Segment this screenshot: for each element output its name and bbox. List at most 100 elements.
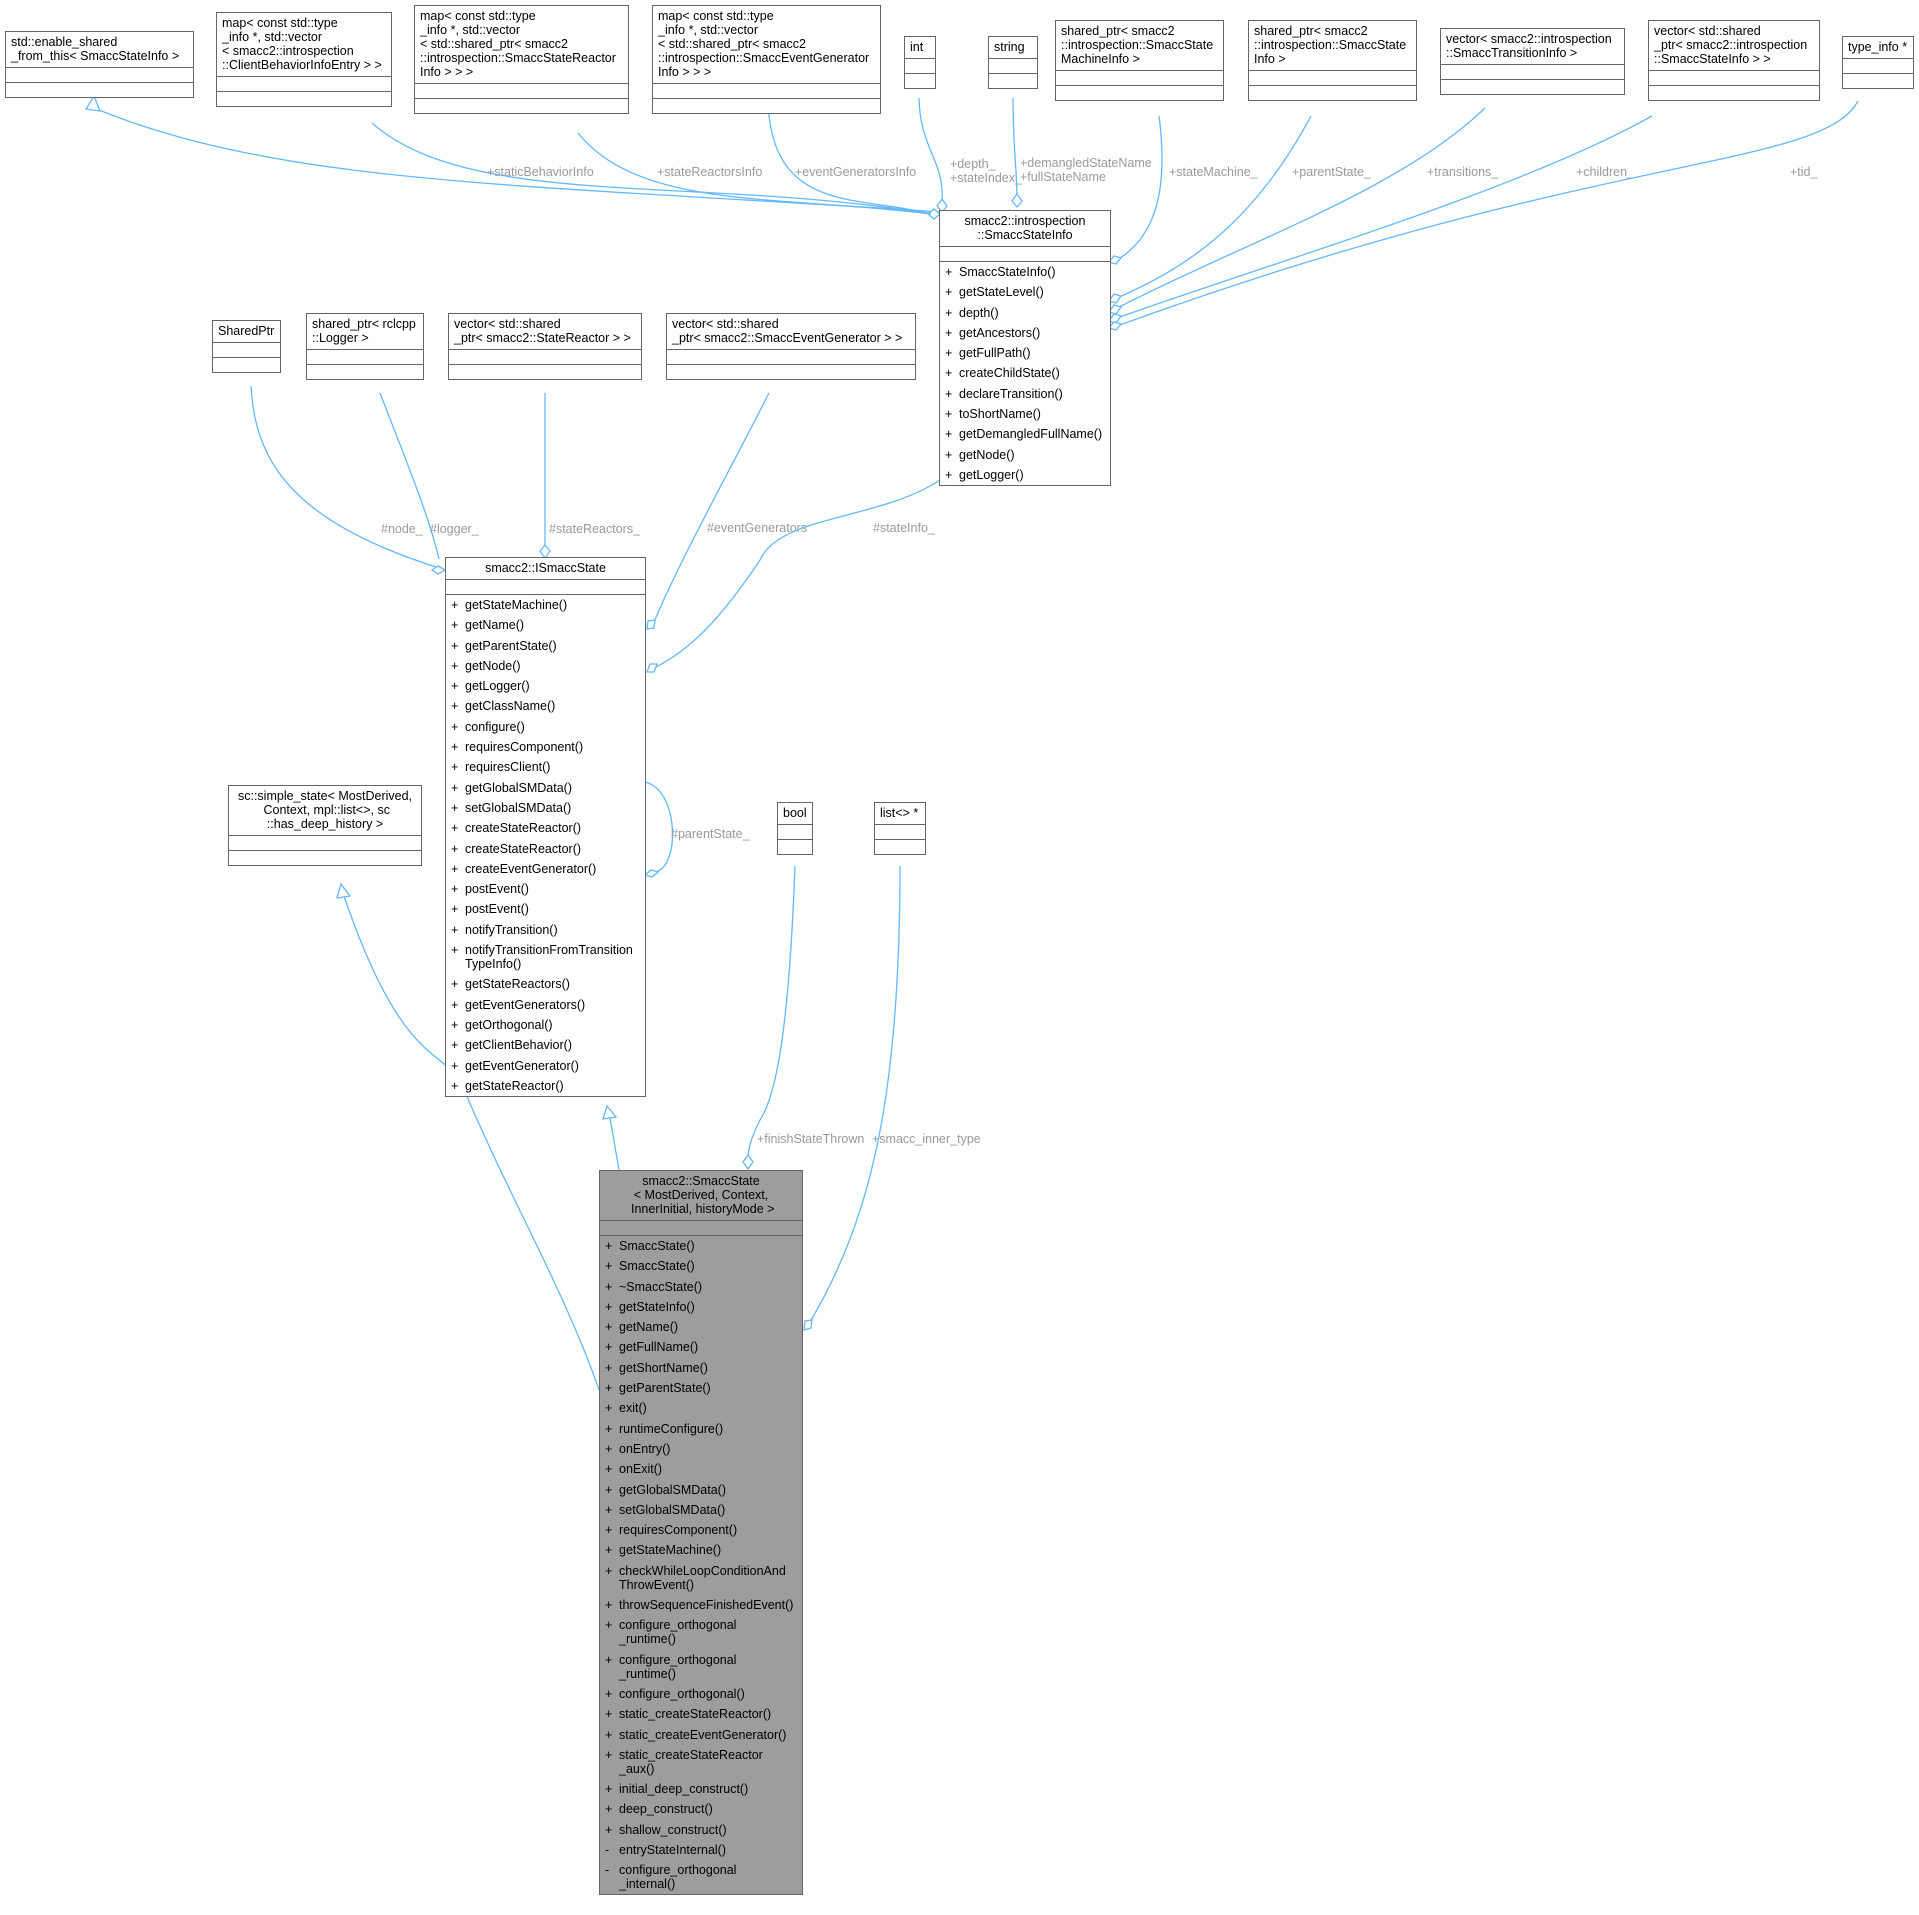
method-entry[interactable]: +getName() bbox=[451, 618, 640, 632]
methods-section bbox=[1249, 85, 1416, 100]
method-entry[interactable]: +SmaccState() bbox=[605, 1259, 797, 1273]
method-entry[interactable]: +configure_orthogonal() bbox=[605, 1687, 797, 1701]
class-bool[interactable]: bool bbox=[777, 802, 813, 855]
method-entry[interactable]: +getGlobalSMData() bbox=[451, 781, 640, 795]
class-int[interactable]: int bbox=[904, 36, 936, 89]
method-entry[interactable]: -entryStateInternal() bbox=[605, 1843, 797, 1857]
method-entry[interactable]: +shallow_construct() bbox=[605, 1823, 797, 1837]
method-entry[interactable]: +getLogger() bbox=[945, 468, 1105, 482]
method-entry[interactable]: +createEventGenerator() bbox=[451, 862, 640, 876]
label-smacc-inner-type: +smacc_inner_type bbox=[872, 1132, 981, 1146]
method-entry[interactable]: +runtimeConfigure() bbox=[605, 1422, 797, 1436]
method-entry[interactable]: +setGlobalSMData() bbox=[605, 1503, 797, 1517]
method-entry[interactable]: +getAncestors() bbox=[945, 326, 1105, 340]
method-name: configure_orthogonal _internal() bbox=[619, 1863, 737, 1892]
method-entry[interactable]: +toShortName() bbox=[945, 407, 1105, 421]
method-entry[interactable]: +getNode() bbox=[945, 448, 1105, 462]
method-entry[interactable]: +getParentState() bbox=[605, 1381, 797, 1395]
method-entry[interactable]: + getOrthogonal() bbox=[451, 1018, 640, 1032]
method-entry[interactable]: +onExit() bbox=[605, 1462, 797, 1476]
method-entry[interactable]: +depth() bbox=[945, 306, 1105, 320]
method-entry[interactable]: +static_createEventGenerator() bbox=[605, 1728, 797, 1742]
method-entry[interactable]: +getEventGenerator() bbox=[451, 1059, 640, 1073]
method-entry[interactable]: +requiresComponent() bbox=[451, 740, 640, 754]
method-name: createEventGenerator() bbox=[465, 861, 597, 876]
method-entry[interactable]: +static_createStateReactor() bbox=[605, 1707, 797, 1721]
method-entry[interactable]: +setGlobalSMData() bbox=[451, 801, 640, 815]
method-entry[interactable]: +getParentState() bbox=[451, 639, 640, 653]
class-map-event-generator[interactable]: map< const std::type _info *, std::vecto… bbox=[652, 5, 881, 114]
class-vector-state-reactor[interactable]: vector< std::shared _ptr< smacc2::StateR… bbox=[448, 313, 642, 380]
class-simple-state[interactable]: sc::simple_state< MostDerived, Context, … bbox=[228, 785, 422, 866]
class-title: vector< std::shared _ptr< smacc2::SmaccE… bbox=[672, 317, 903, 345]
method-entry[interactable]: +requiresClient() bbox=[451, 760, 640, 774]
visibility-marker: + bbox=[605, 1340, 613, 1355]
method-entry[interactable]: +getStateInfo() bbox=[605, 1300, 797, 1314]
visibility-marker: + bbox=[451, 638, 459, 653]
method-entry[interactable]: +declareTransition() bbox=[945, 387, 1105, 401]
method-entry[interactable]: +getFullName() bbox=[605, 1340, 797, 1354]
class-vector-event-generator[interactable]: vector< std::shared _ptr< smacc2::SmaccE… bbox=[666, 313, 916, 380]
method-entry[interactable]: +~SmaccState() bbox=[605, 1280, 797, 1294]
class-shared-ptr-machine-info[interactable]: shared_ptr< smacc2 ::introspection::Smac… bbox=[1055, 20, 1224, 101]
method-entry[interactable]: +configure_orthogonal _runtime() bbox=[605, 1618, 797, 1646]
method-name: configure_orthogonal _runtime() bbox=[619, 1652, 737, 1681]
method-entry[interactable]: +checkWhileLoopConditionAnd ThrowEvent() bbox=[605, 1564, 797, 1592]
method-entry[interactable]: +createChildState() bbox=[945, 366, 1105, 380]
method-name: getOrthogonal() bbox=[465, 1017, 553, 1032]
method-name: notifyTransitionFromTransition TypeInfo(… bbox=[465, 943, 633, 972]
diamond-demangled bbox=[1011, 192, 1023, 209]
method-entry[interactable]: +getStateReactor() bbox=[451, 1079, 640, 1093]
method-entry[interactable]: +getNode() bbox=[451, 659, 640, 673]
method-entry[interactable]: +notifyTransitionFromTransition TypeInfo… bbox=[451, 943, 640, 971]
method-entry[interactable]: +getShortName() bbox=[605, 1361, 797, 1375]
visibility-marker: + bbox=[451, 1017, 459, 1032]
method-entry[interactable]: +createStateReactor() bbox=[451, 821, 640, 835]
method-entry[interactable]: -configure_orthogonal _internal() bbox=[605, 1863, 797, 1891]
method-entry[interactable]: +getFullPath() bbox=[945, 346, 1105, 360]
edge-state-machine bbox=[1116, 115, 1163, 261]
class-map-client-behavior[interactable]: map< const std::type _info *, std::vecto… bbox=[216, 12, 392, 107]
method-entry[interactable]: +configure_orthogonal _runtime() bbox=[605, 1653, 797, 1681]
class-sharedptr[interactable]: SharedPtr bbox=[212, 320, 281, 373]
method-entry[interactable]: +getClientBehavior() bbox=[451, 1038, 640, 1052]
class-enable-shared-from-this[interactable]: std::enable_shared _from_this< SmaccStat… bbox=[5, 31, 194, 98]
class-shared-ptr-state-info[interactable]: shared_ptr< smacc2 ::introspection::Smac… bbox=[1248, 20, 1417, 101]
method-entry[interactable]: +getClassName() bbox=[451, 699, 640, 713]
class-type-info[interactable]: type_info * bbox=[1842, 36, 1914, 89]
method-entry[interactable]: +getStateLevel() bbox=[945, 285, 1105, 299]
method-entry[interactable]: +exit() bbox=[605, 1401, 797, 1415]
method-entry[interactable]: +deep_construct() bbox=[605, 1802, 797, 1816]
class-map-state-reactor[interactable]: map< const std::type _info *, std::vecto… bbox=[414, 5, 629, 114]
method-entry[interactable]: +requiresComponent() bbox=[605, 1523, 797, 1537]
method-entry[interactable]: +postEvent() bbox=[451, 902, 640, 916]
class-vector-state-info[interactable]: vector< std::shared _ptr< smacc2::intros… bbox=[1648, 20, 1820, 101]
method-entry[interactable]: +getLogger() bbox=[451, 679, 640, 693]
class-ismacc-state[interactable]: smacc2::ISmaccState +getStateMachine()+g… bbox=[445, 557, 646, 1097]
class-smacc-state[interactable]: smacc2::SmaccState < MostDerived, Contex… bbox=[599, 1170, 803, 1896]
method-entry[interactable]: +getGlobalSMData() bbox=[605, 1483, 797, 1497]
method-entry[interactable]: +SmaccState() bbox=[605, 1239, 797, 1253]
method-entry[interactable]: +onEntry() bbox=[605, 1442, 797, 1456]
method-entry[interactable]: +static_createStateReactor _aux() bbox=[605, 1748, 797, 1776]
method-entry[interactable]: +initial_deep_construct() bbox=[605, 1782, 797, 1796]
method-entry[interactable]: +getStateMachine() bbox=[451, 598, 640, 612]
method-entry[interactable]: +getDemangledFullName() bbox=[945, 427, 1105, 441]
method-entry[interactable]: +createStateReactor() bbox=[451, 842, 640, 856]
class-smacc-state-info[interactable]: smacc2::introspection ::SmaccStateInfo +… bbox=[939, 210, 1111, 486]
method-entry[interactable]: +getStateMachine() bbox=[605, 1543, 797, 1557]
method-entry[interactable]: +SmaccStateInfo() bbox=[945, 265, 1105, 279]
class-vector-transition-info[interactable]: vector< smacc2::introspection ::SmaccTra… bbox=[1440, 28, 1625, 95]
diamond-state-machine bbox=[1107, 255, 1123, 265]
class-string[interactable]: string bbox=[988, 36, 1038, 89]
method-entry[interactable]: +notifyTransition() bbox=[451, 923, 640, 937]
method-entry[interactable]: +configure() bbox=[451, 720, 640, 734]
method-entry[interactable]: +getEventGenerators() bbox=[451, 998, 640, 1012]
method-entry[interactable]: +postEvent() bbox=[451, 882, 640, 896]
method-entry[interactable]: +getName() bbox=[605, 1320, 797, 1334]
method-entry[interactable]: +getStateReactors() bbox=[451, 977, 640, 991]
class-title: smacc2::introspection ::SmaccStateInfo bbox=[964, 214, 1086, 242]
method-entry[interactable]: +throwSequenceFinishedEvent() bbox=[605, 1598, 797, 1612]
class-list[interactable]: list<> * bbox=[874, 802, 926, 855]
class-shared-ptr-logger[interactable]: shared_ptr< rclcpp ::Logger > bbox=[306, 313, 424, 380]
